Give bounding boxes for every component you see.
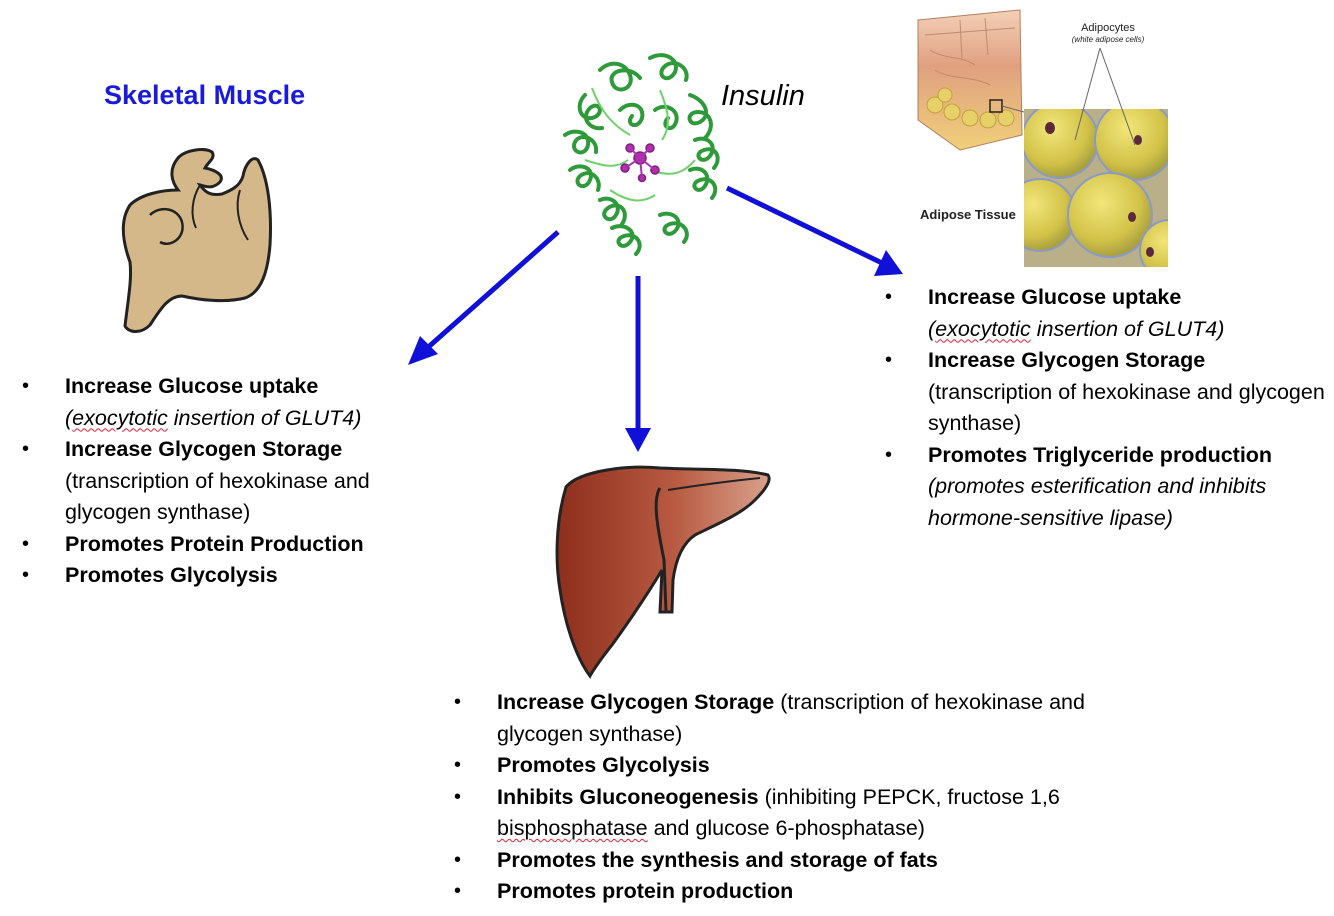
item-detail: (exocytotic insertion of GLUT4) xyxy=(65,405,362,430)
item-heading: Promotes Protein Production xyxy=(65,531,364,556)
item-heading: Promotes Glycolysis xyxy=(497,753,710,777)
muscle-effects-list: Increase Glucose uptake (exocytotic inse… xyxy=(22,371,442,592)
item-detail: (inhibiting PEPCK, fructose 1,6 xyxy=(758,784,1060,809)
list-item: Inhibits Gluconeogenesis (inhibiting PEP… xyxy=(454,782,1154,845)
item-heading: Increase Glycogen Storage xyxy=(497,690,775,714)
adipocytes-text: Adipocytes xyxy=(1081,22,1135,34)
adipose-tissue-illustration xyxy=(917,9,1168,267)
item-heading: Increase Glycogen Storage xyxy=(65,437,343,461)
list-item: Promotes Glycolysis xyxy=(22,560,442,592)
list-item: Promotes Triglyceride production (promot… xyxy=(885,440,1330,535)
item-heading: Promotes Triglyceride production xyxy=(928,442,1273,467)
item-heading: Promotes Glycolysis xyxy=(65,563,278,587)
item-detail: (transcription of hexokinase and glycoge… xyxy=(65,468,370,525)
item-heading: Promotes the synthesis and storage of fa… xyxy=(497,847,938,872)
flexed-arm-icon xyxy=(121,148,272,333)
item-detail-squiggle: bisphosphatase xyxy=(497,816,648,840)
liver-effects-list: Increase Glycogen Storage (transcription… xyxy=(454,687,1154,908)
item-heading: Increase Glycogen Storage xyxy=(928,348,1206,372)
item-detail: (exocytotic insertion of GLUT4) xyxy=(928,316,1225,341)
list-item: Increase Glycogen Storage (transcription… xyxy=(454,687,1154,750)
list-item: Increase Glucose uptake (exocytotic inse… xyxy=(22,371,442,434)
item-detail: (transcription of hexokinase and glycoge… xyxy=(497,690,1085,746)
list-item: Increase Glucose uptake (exocytotic inse… xyxy=(885,282,1330,345)
list-item: Increase Glycogen Storage (transcription… xyxy=(885,345,1330,440)
insulin-protein-structure xyxy=(563,53,720,256)
adipose-tissue-label: Adipose Tissue xyxy=(920,207,1016,222)
item-heading: Promotes protein production xyxy=(497,879,794,903)
liver-icon xyxy=(555,465,771,679)
skeletal-muscle-title: Skeletal Muscle xyxy=(104,80,306,110)
list-item: Increase Glycogen Storage (transcription… xyxy=(22,434,442,529)
item-detail: (promotes esterification and inhibits ho… xyxy=(928,474,1267,530)
list-item: Promotes Glycolysis xyxy=(454,750,1154,782)
arrow-to-adipose xyxy=(725,185,903,276)
item-heading: Increase Glucose uptake xyxy=(65,374,319,398)
adipocytes-label: Adipocytes (white adipose cells) xyxy=(1062,22,1154,46)
item-detail-rest: and glucose 6-phosphatase) xyxy=(647,816,925,840)
adipose-effects-list: Increase Glucose uptake (exocytotic inse… xyxy=(885,282,1330,534)
item-heading: Increase Glucose uptake xyxy=(928,285,1182,309)
list-item: Promotes Protein Production xyxy=(22,529,442,561)
arrow-to-liver xyxy=(625,276,651,452)
insulin-title: Insulin xyxy=(721,80,805,112)
item-detail: (transcription of hexokinase and glycoge… xyxy=(928,379,1325,436)
adipocytes-subtext: (white adipose cells) xyxy=(1071,35,1145,44)
item-heading: Inhibits Gluconeogenesis xyxy=(497,784,759,809)
list-item: Promotes the synthesis and storage of fa… xyxy=(454,845,1154,877)
list-item: Promotes protein production xyxy=(454,876,1154,908)
arrow-to-muscle xyxy=(408,230,560,365)
